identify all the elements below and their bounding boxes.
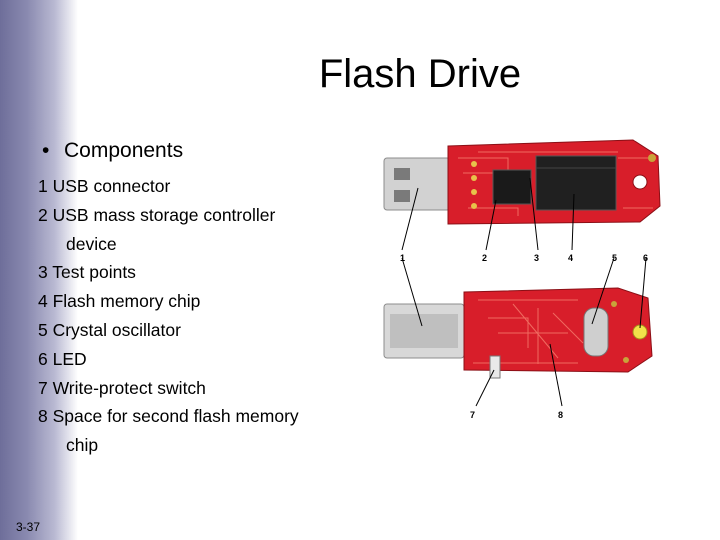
slide-title: Flash Drive bbox=[318, 52, 522, 96]
bullet-dot-icon: • bbox=[42, 139, 50, 162]
pointer-line bbox=[571, 193, 575, 251]
pad bbox=[648, 154, 656, 162]
list-item: 5 Crystal oscillator bbox=[38, 316, 358, 345]
list-item-text: 6 LED bbox=[38, 348, 87, 369]
test-point bbox=[471, 161, 477, 167]
list-item-text: 4 Flash memory chip bbox=[38, 291, 201, 312]
list-item-text: 2 USB mass storage controller bbox=[38, 204, 276, 225]
list-item-continuation: chip bbox=[66, 435, 99, 456]
top-controller-chip bbox=[492, 169, 532, 205]
flash-drive-photo: 1 2 3 4 5 6 7 8 bbox=[383, 139, 661, 420]
pad bbox=[623, 357, 629, 363]
list-item: 4 Flash memory chip bbox=[38, 287, 358, 316]
crystal-oscillator bbox=[583, 307, 609, 357]
list-item-text: 8 Space for second flash memory bbox=[38, 406, 299, 427]
bottom-flash-drive bbox=[383, 287, 653, 379]
list-item-text: 1 USB connector bbox=[38, 176, 171, 196]
list-item: 7 Write-protect switch bbox=[38, 374, 358, 403]
test-point bbox=[471, 203, 477, 209]
photo-label-3: 3 bbox=[534, 253, 539, 263]
pointer-line bbox=[549, 343, 563, 407]
slide-number: 3-37 bbox=[16, 520, 41, 534]
photo-label-5: 5 bbox=[612, 253, 617, 263]
list-item: 2 USB mass storage controller device bbox=[38, 201, 358, 259]
pointer-line bbox=[639, 257, 647, 329]
top-flash-drive bbox=[383, 139, 661, 225]
top-pointer-lines bbox=[401, 177, 575, 251]
top-flash-memory-chip bbox=[535, 155, 617, 211]
pad bbox=[611, 301, 617, 307]
test-point bbox=[471, 175, 477, 181]
pointer-line bbox=[475, 369, 495, 407]
bottom-usb-shell bbox=[390, 314, 458, 348]
pointer-line bbox=[401, 187, 419, 251]
write-protect-switch bbox=[489, 355, 501, 379]
bullet-heading: • Components bbox=[42, 139, 183, 163]
test-point bbox=[471, 189, 477, 195]
list-item-text: 7 Write-protect switch bbox=[38, 377, 206, 398]
pointer-line bbox=[529, 177, 539, 251]
list-item: 8 Space for second flash memory chip bbox=[38, 402, 358, 460]
list-item-text: 3 Test points bbox=[38, 262, 136, 283]
bullet-heading-text: Components bbox=[64, 139, 184, 162]
list-item-text: 5 Crystal oscillator bbox=[38, 319, 181, 340]
pointer-line bbox=[485, 199, 497, 251]
components-list: 1 USB connector 2 USB mass storage contr… bbox=[38, 172, 358, 460]
list-item: 1 USB connector bbox=[38, 172, 358, 201]
lanyard-hole bbox=[632, 174, 648, 190]
top-usb-slot bbox=[394, 168, 410, 180]
pointer-line bbox=[591, 257, 615, 325]
list-item: 6 LED bbox=[38, 345, 358, 374]
list-item: 3 Test points bbox=[38, 258, 358, 287]
bottom-pointer-lines bbox=[401, 257, 647, 407]
photo-label-4: 4 bbox=[568, 253, 573, 263]
photo-label-2: 2 bbox=[482, 253, 487, 263]
top-usb-connector bbox=[383, 157, 451, 211]
photo-label-7: 7 bbox=[470, 410, 475, 420]
slide-sidebar-gradient bbox=[0, 0, 78, 540]
list-item-continuation: device bbox=[66, 233, 117, 254]
top-usb-slot bbox=[394, 190, 410, 202]
photo-label-8: 8 bbox=[558, 410, 563, 420]
pointer-line bbox=[401, 257, 423, 327]
